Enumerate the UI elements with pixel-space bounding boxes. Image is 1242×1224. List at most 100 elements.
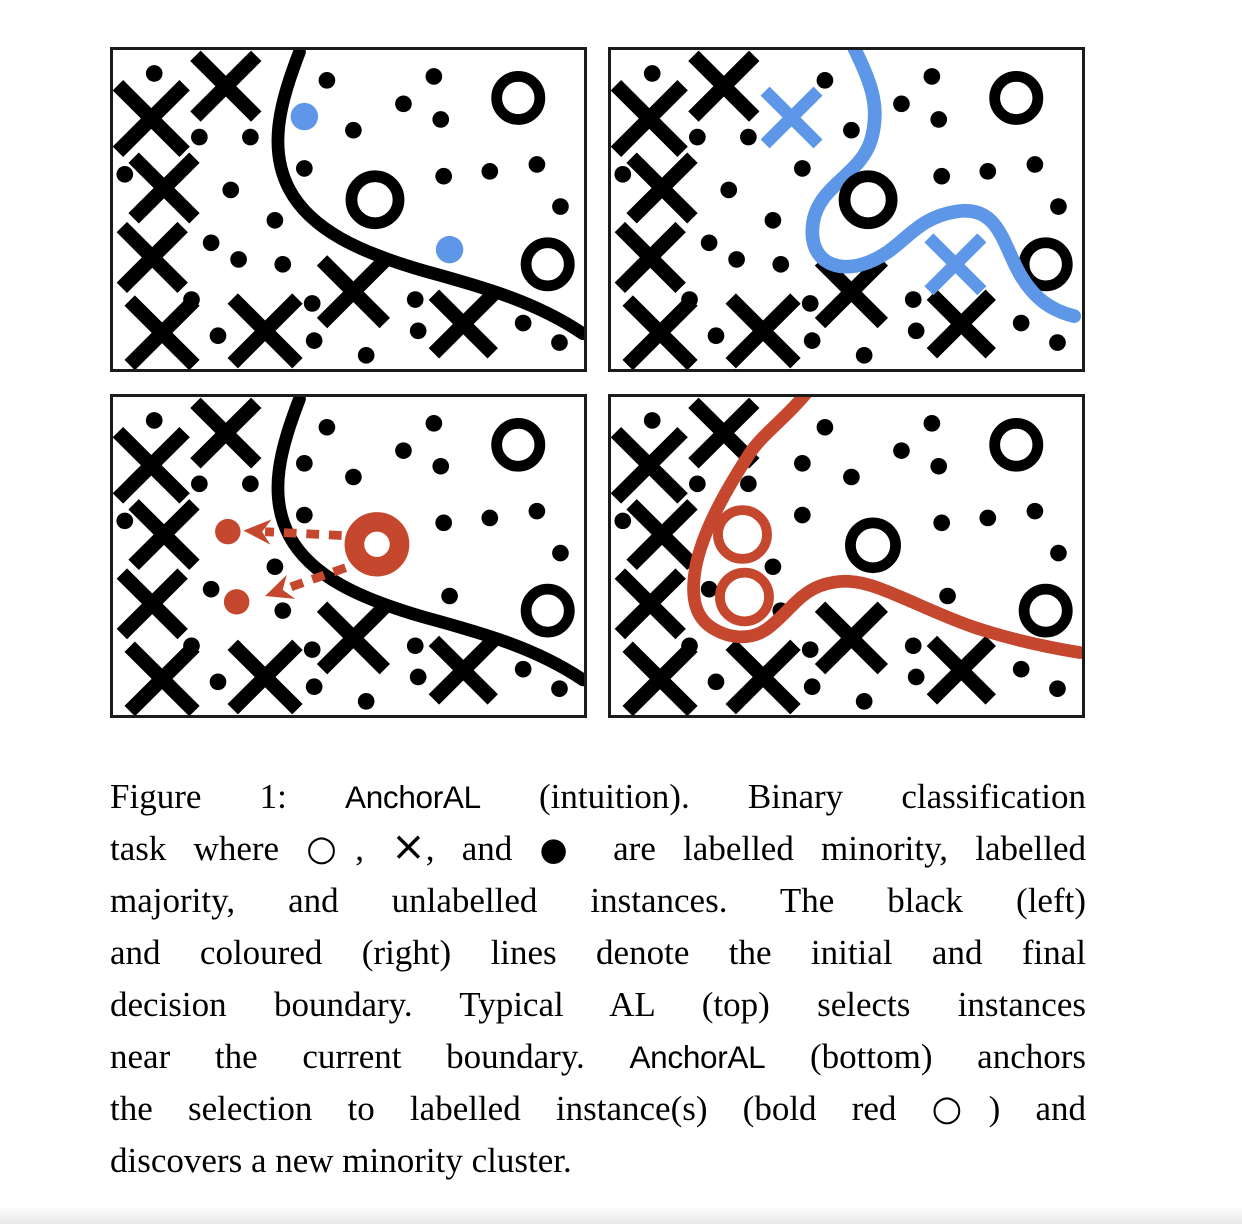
minority-circle [845,517,901,574]
caption-text: (bottom) anchors [765,1037,1086,1076]
minority-circle [989,417,1044,472]
unlabelled-dot [552,544,569,562]
unlabelled-dot [803,332,821,349]
unlabelled-dot [266,558,284,576]
unlabelled-dot [514,660,532,678]
majority-x-mark [926,289,996,359]
majority-x-mark [190,50,262,122]
anchoral-method-name: AnchorAL [629,1039,766,1075]
unlabelled-dot-glyph: ● [539,830,586,868]
panel-canvas-bottom-left [113,397,584,715]
caption-line: Figure 1: AnchorAL (intuition). Binary c… [110,771,1086,823]
majority-x-mark [688,50,760,122]
minority-circle [345,170,405,230]
unlabelled-dot [614,512,632,530]
unlabelled-dot [643,412,661,429]
minority-circle [520,583,575,638]
selected-instance-dot [290,102,319,131]
caption-line: the selection to labelled instance(s) (b… [110,1083,1086,1135]
anchor-selection-arrow-shaft [283,563,348,593]
unlabelled-dot [551,680,568,697]
unlabelled-dot [720,181,738,199]
unlabelled-dot [345,121,362,139]
paper-figure [110,47,1085,718]
new-minority-instance [713,505,772,564]
decision-boundary-black [271,397,584,687]
majority-x-mark [227,639,303,715]
majority-x-mark [316,601,391,675]
unlabelled-dot [930,111,948,128]
caption-text: majority, and unlabelled instances. The … [110,881,1086,920]
unlabelled-dot [816,418,834,436]
unlabelled-dot [409,668,427,686]
anchor-instance-bold-red-o [344,512,410,577]
unlabelled-dot [816,72,834,89]
unlabelled-dot [794,160,811,177]
unlabelled-dot [481,163,499,180]
unlabelled-dot [145,412,163,429]
unlabelled-dot [514,314,532,332]
majority-x-mark [124,295,200,369]
caption-text: the selection to labelled instance(s) (b… [110,1089,932,1128]
panel-canvas-top-right [611,50,1082,369]
unlabelled-dot [274,602,292,619]
unlabelled-dot [794,455,811,472]
unlabelled-dot [772,255,790,273]
unlabelled-dot [923,68,941,85]
new-minority-instance [715,567,774,627]
unlabelled-dot [406,637,424,655]
unlabelled-dot [930,457,948,475]
unlabelled-dot [303,641,321,658]
unlabelled-dot [689,475,706,493]
unlabelled-dot [116,512,134,530]
unlabelled-dot [242,475,259,493]
unlabelled-dot [979,509,997,527]
unlabelled-dot [481,509,499,527]
unlabelled-dot [933,514,951,532]
unlabelled-dot [145,65,163,82]
majority-x-mark [614,568,686,640]
unlabelled-dot [1012,660,1030,678]
unlabelled-dot [406,291,424,308]
majority-x-mark [725,293,801,369]
unlabelled-dot [191,475,208,493]
unlabelled-dot [794,506,811,524]
unlabelled-dot [435,167,453,185]
majority-x-mark [622,641,698,715]
caption-text: are labelled minority, labelled [585,829,1087,868]
unlabelled-dot [904,637,922,655]
unlabelled-dot [1049,680,1066,697]
caption-text: and coloured (right) lines denote the in… [110,933,1086,972]
newly-labelled-majority-x [924,233,987,296]
unlabelled-dot [843,121,860,139]
figure-panel-top-right [608,47,1085,372]
unlabelled-dot [242,128,259,146]
unlabelled-dot [801,295,819,312]
unlabelled-dot [801,641,819,658]
unlabelled-dot [202,580,220,598]
decision-boundary-black [271,50,584,341]
unlabelled-dot [183,637,200,655]
unlabelled-dot [907,668,925,686]
majority-x-mark [190,397,262,469]
unlabelled-dot [700,580,718,598]
unlabelled-dot [904,291,922,308]
unlabelled-dot [551,334,568,351]
decision-boundary-blue [805,50,1082,324]
unlabelled-dot [435,514,453,532]
caption-text: decision boundary. Typical AL (top) sele… [110,985,1086,1024]
unlabelled-dot [740,128,757,146]
unlabelled-dot [893,442,910,459]
unlabelled-dot [528,502,546,520]
figure-panel-bottom-right [608,394,1085,718]
minority-circle [491,71,546,125]
unlabelled-dot [907,322,925,340]
majority-x-mark [227,293,303,369]
unlabelled-dot [318,418,336,436]
unlabelled-dot [707,327,725,345]
unlabelled-dot [1050,198,1067,215]
unlabelled-dot [209,327,227,345]
majority-x-mark [116,568,188,640]
unlabelled-dot [855,346,873,364]
unlabelled-dot [191,128,208,146]
